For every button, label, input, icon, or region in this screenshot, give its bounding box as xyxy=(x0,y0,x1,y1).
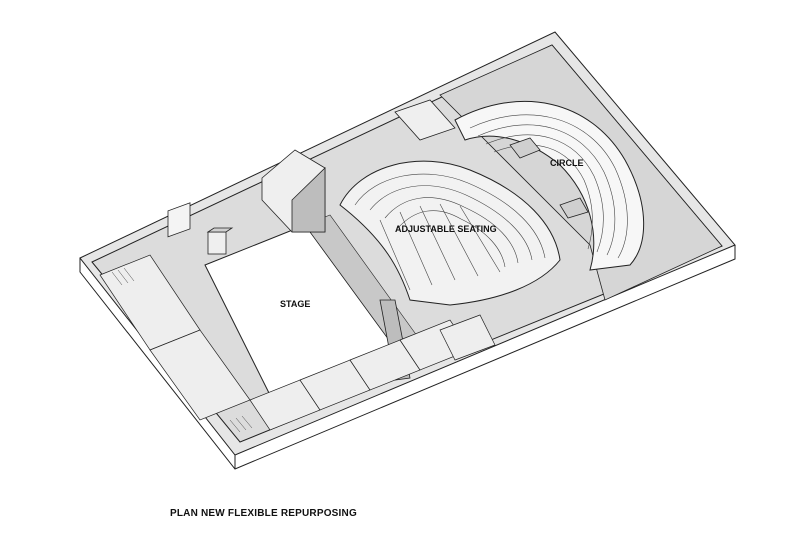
stair-hatching xyxy=(111,267,253,433)
circle-stair-blocks xyxy=(509,137,589,219)
adjustable-seating-area xyxy=(339,160,561,306)
adjustable-seating-label: ADJUSTABLE SEATING xyxy=(395,224,497,234)
circle-label: CIRCLE xyxy=(550,158,584,168)
stage-label: STAGE xyxy=(280,299,310,309)
drawing-caption: PLAN NEW FLEXIBLE REPURPOSING xyxy=(170,508,357,519)
service-rooms xyxy=(99,254,496,431)
plant-box xyxy=(167,202,191,238)
